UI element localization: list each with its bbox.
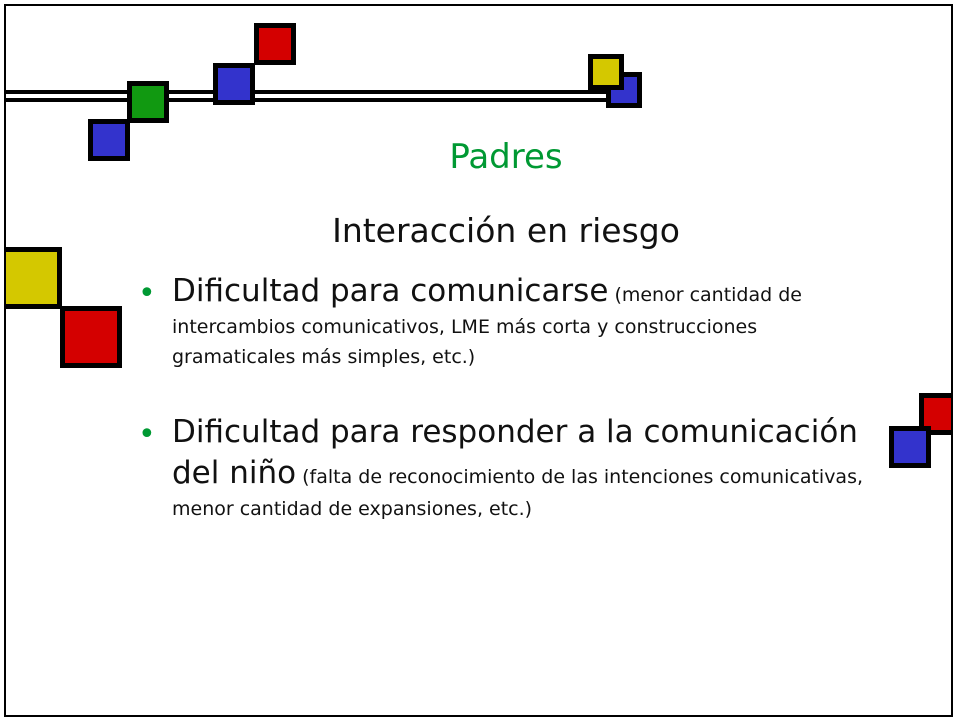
decorative-square-red — [254, 23, 296, 65]
slide-subtitle: Interacción en riesgo — [332, 211, 680, 250]
decorative-square-yellow — [588, 54, 624, 90]
bullet-list: • Dificultad para comunicarse (menor can… — [136, 271, 876, 564]
decorative-square-blue — [88, 119, 130, 161]
decorative-square-red — [60, 306, 122, 368]
decorative-rule-top — [6, 90, 642, 94]
decorative-square-blue — [889, 426, 931, 468]
decorative-square-yellow — [6, 247, 62, 309]
bullet-detail-text: (menor cantidad de intercambios comunica… — [172, 284, 802, 368]
slide: Padres Interacción en riesgo • Dificulta… — [4, 4, 953, 717]
bullet-item: • Dificultad para comunicarse (menor can… — [136, 271, 876, 372]
decorative-square-green — [127, 81, 169, 123]
bullet-marker: • — [138, 417, 156, 452]
bullet-main-text: Dificultad para responder a la comunicac… — [172, 414, 858, 491]
decorative-square-blue — [606, 72, 642, 108]
bullet-marker: • — [138, 276, 156, 311]
decorative-square-blue — [213, 63, 255, 105]
bullet-detail-text: (falta de reconocimiento de las intencio… — [172, 466, 864, 520]
bullet-item: • Dificultad para responder a la comunic… — [136, 412, 876, 524]
decorative-rule-bottom — [6, 98, 642, 102]
bullet-main-text: Dificultad para comunicarse — [172, 273, 609, 309]
slide-title: Padres — [449, 137, 563, 177]
